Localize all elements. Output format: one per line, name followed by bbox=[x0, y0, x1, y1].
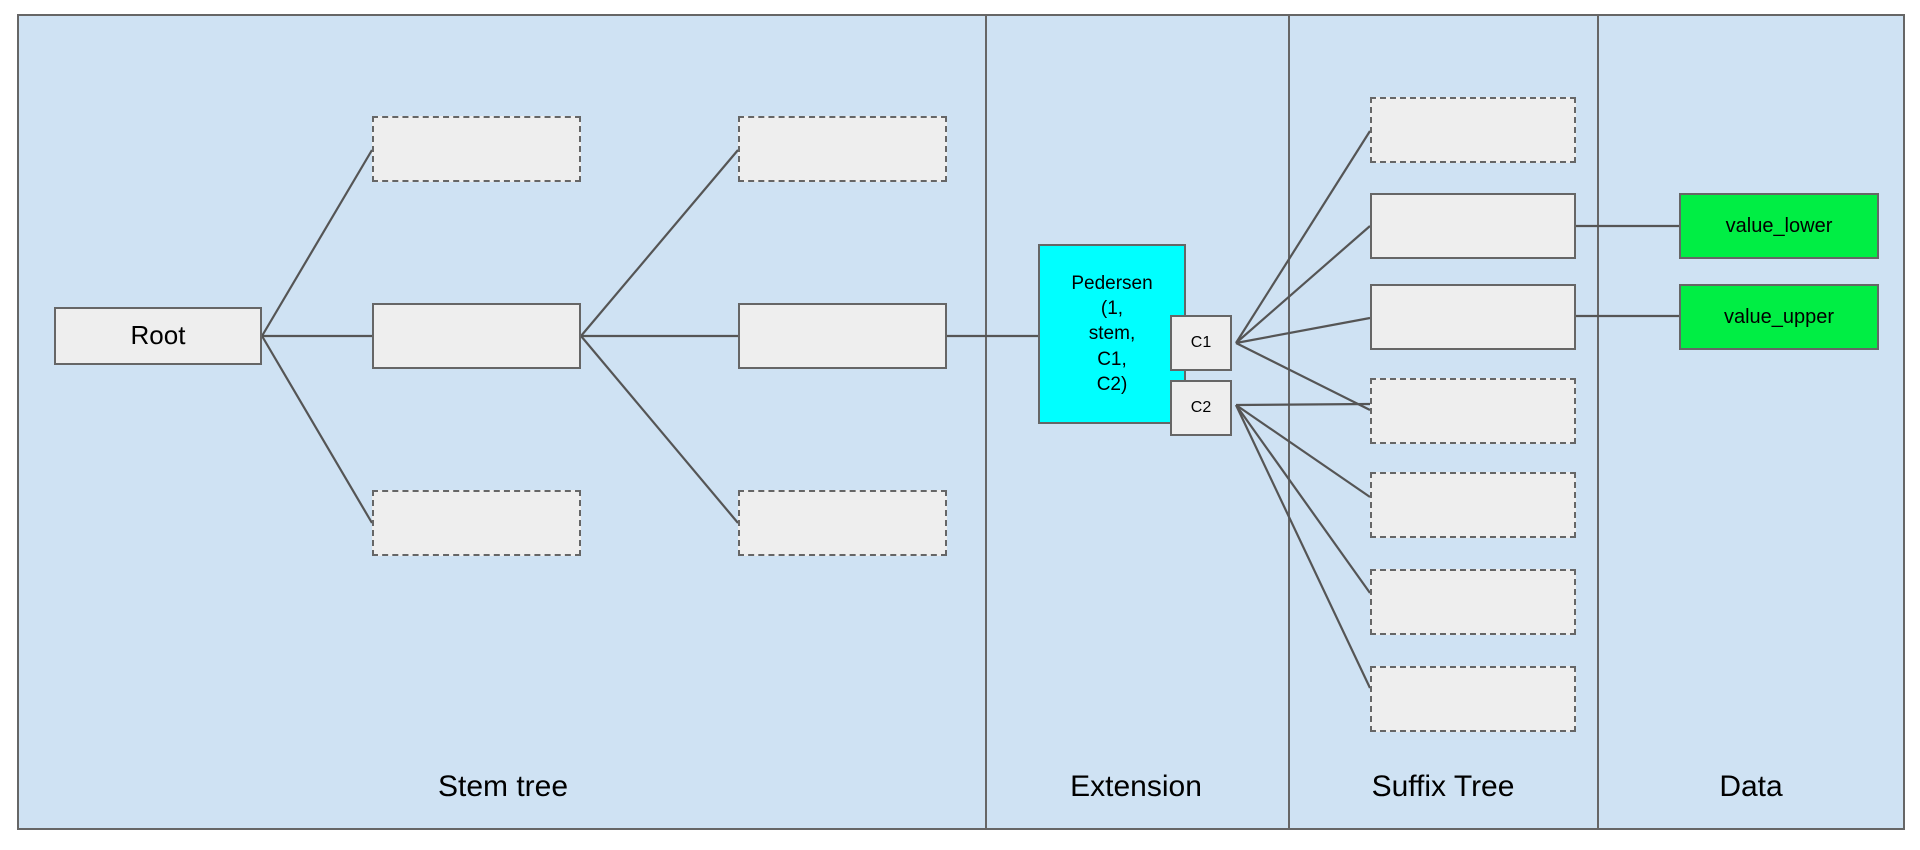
pedersen-line-1: Pedersen bbox=[1071, 273, 1153, 295]
panel-label-data: Data bbox=[1719, 770, 1782, 804]
commitment-node-c2[interactable]: C2 bbox=[1170, 380, 1232, 436]
pedersen-line-3: stem, bbox=[1088, 323, 1136, 345]
data-leaf-value-upper-label: value_upper bbox=[1723, 305, 1835, 328]
commitment-node-c1[interactable]: C1 bbox=[1170, 315, 1232, 371]
commitment-c2-label: C2 bbox=[1190, 398, 1212, 416]
suffix-node-6[interactable] bbox=[1370, 569, 1576, 635]
data-leaf-value-lower-label: value_lower bbox=[1725, 214, 1833, 237]
divider-stem-extension bbox=[985, 14, 987, 830]
stem-node-l1-mid[interactable] bbox=[372, 303, 581, 369]
pedersen-line-5: C2) bbox=[1096, 373, 1128, 395]
commitment-c1-label: C1 bbox=[1190, 333, 1212, 351]
suffix-node-5[interactable] bbox=[1370, 472, 1576, 538]
stem-root-label: Root bbox=[130, 320, 186, 351]
suffix-node-2[interactable] bbox=[1370, 193, 1576, 259]
diagram-frame bbox=[17, 14, 1905, 830]
data-leaf-value-lower[interactable]: value_lower bbox=[1679, 193, 1879, 259]
stem-node-l2-mid[interactable] bbox=[738, 303, 947, 369]
stem-node-l1-bottom[interactable] bbox=[372, 490, 581, 556]
pedersen-line-2: (1, bbox=[1100, 298, 1124, 320]
pedersen-commitment-node[interactable]: Pedersen (1, stem, C1, C2) bbox=[1038, 244, 1186, 424]
divider-extension-suffix bbox=[1288, 14, 1290, 830]
stem-root-node[interactable]: Root bbox=[54, 307, 262, 365]
panel-label-stem-tree-text: Stem tree bbox=[437, 770, 569, 803]
suffix-node-1[interactable] bbox=[1370, 97, 1576, 163]
stem-node-l1-top[interactable] bbox=[372, 116, 581, 182]
pedersen-line-4: C1, bbox=[1097, 348, 1127, 370]
panel-label-extension-text: Extension bbox=[1070, 770, 1202, 803]
data-leaf-value-upper[interactable]: value_upper bbox=[1679, 284, 1879, 350]
panel-label-suffix-tree-text: Suffix Tree bbox=[1371, 770, 1515, 803]
suffix-node-7[interactable] bbox=[1370, 666, 1576, 732]
suffix-node-4[interactable] bbox=[1370, 378, 1576, 444]
stem-node-l2-bottom[interactable] bbox=[738, 490, 947, 556]
suffix-node-3[interactable] bbox=[1370, 284, 1576, 350]
panel-label-extension: Extension bbox=[1070, 770, 1202, 804]
divider-suffix-data bbox=[1597, 14, 1599, 830]
panel-label-suffix-tree: Suffix Tree bbox=[1372, 770, 1515, 804]
panel-label-stem-tree: Stem tree bbox=[438, 770, 568, 804]
stem-node-l2-top[interactable] bbox=[738, 116, 947, 182]
panel-label-data-text: Data bbox=[1719, 770, 1783, 803]
